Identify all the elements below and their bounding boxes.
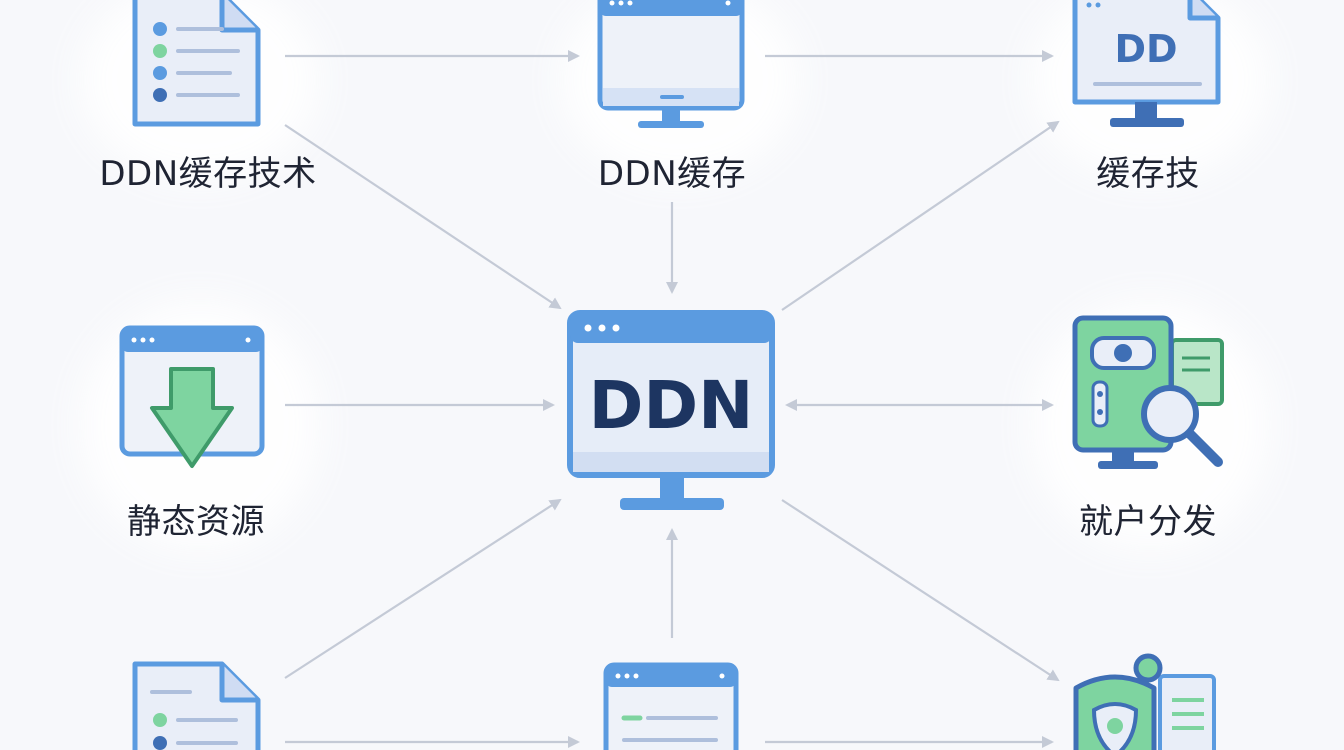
center-ddn-label: DDN	[589, 367, 754, 444]
monitor-icon: DDN	[567, 310, 775, 510]
node-label-ddn-cache-tech: DDN缓存技术	[99, 154, 317, 194]
node-label-ddn-cache: DDN缓存	[597, 154, 747, 194]
arrow-center-tr	[781, 120, 1060, 311]
dd-text: DD	[1114, 27, 1177, 71]
arrow-bl-center	[284, 498, 562, 679]
document-list-icon	[132, 0, 261, 127]
monitor-window-icon	[597, 0, 745, 128]
camera-search-icon	[1072, 315, 1224, 469]
node-label-static-resources: 静态资源	[127, 502, 265, 542]
arrow-center-br	[781, 499, 1060, 682]
node-label-distribution: 就户分发	[1079, 502, 1217, 542]
shield-document-icon	[1073, 653, 1216, 750]
document-list-icon	[132, 661, 261, 750]
download-window-icon	[119, 325, 265, 468]
document-monitor-icon: DD	[1072, 0, 1221, 127]
node-label-cache-tech: 缓存技	[1096, 154, 1200, 194]
window-list-icon	[603, 662, 739, 750]
arrow-tl-center	[284, 124, 562, 310]
